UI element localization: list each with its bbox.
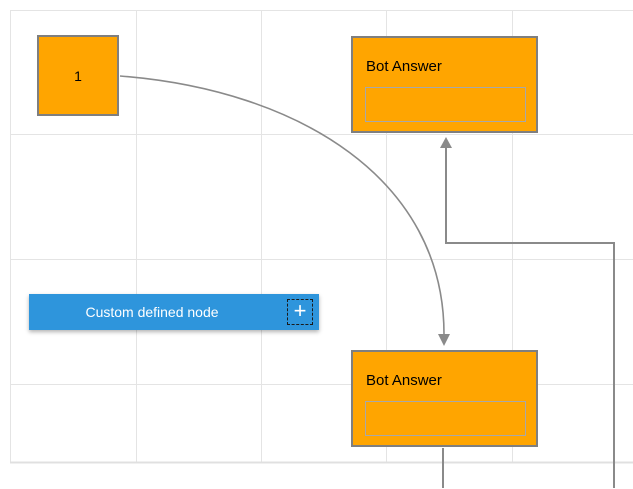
node-bot-answer-bottom[interactable]: Bot Answer — [351, 350, 538, 447]
node-bot-answer-top[interactable]: Bot Answer — [351, 36, 538, 133]
add-port[interactable]: + — [287, 299, 313, 325]
custom-node-label: Custom defined node — [85, 304, 219, 320]
arrowhead-down-icon — [438, 334, 450, 346]
connector-curve[interactable] — [119, 75, 445, 335]
bot-answer-bottom-field[interactable] — [365, 401, 526, 436]
bot-answer-bottom-title: Bot Answer — [366, 372, 442, 389]
node-1-label: 1 — [74, 67, 82, 84]
arrowhead-up-icon — [440, 137, 452, 148]
node-1[interactable]: 1 — [37, 35, 119, 116]
grid-lines — [10, 10, 633, 464]
bot-answer-top-title: Bot Answer — [366, 58, 442, 75]
plus-icon: + — [293, 298, 307, 323]
connectors-layer — [119, 75, 615, 488]
custom-defined-node-button[interactable]: Custom defined node + — [29, 294, 319, 330]
connector-orthogonal[interactable] — [445, 148, 615, 488]
bot-answer-top-field[interactable] — [365, 87, 526, 122]
